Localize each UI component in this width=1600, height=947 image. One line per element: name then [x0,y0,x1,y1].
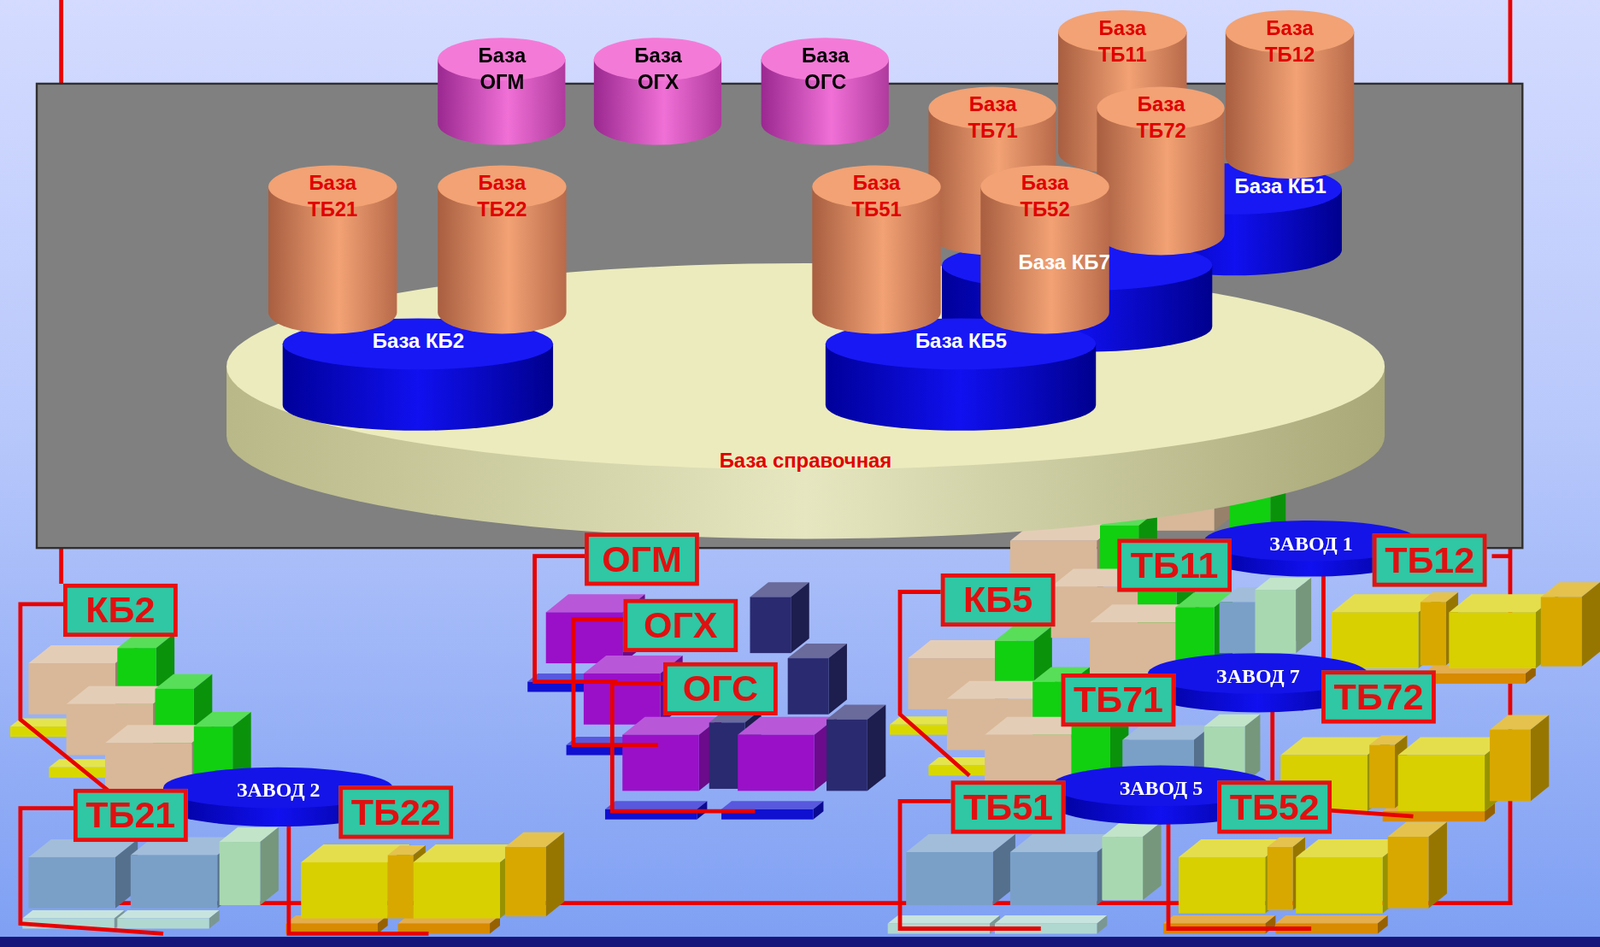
database-cylinder: База ТБ21 [268,164,397,334]
label-tag: ТБ21 [73,788,189,842]
equipment-block [1489,714,1549,801]
equipment-block [826,705,886,792]
tag-label: ТБ71 [1073,682,1164,719]
plant-label: ЗАВОД 5 [1119,776,1204,800]
equipment-block [905,834,1016,906]
equipment-block [28,839,138,909]
equipment-block [888,915,1000,934]
tag-label: ОГС [682,670,759,707]
tag-label: ТБ22 [351,794,442,831]
equipment-block [1388,822,1448,909]
equipment-block [1101,822,1161,900]
label-tag: ОГХ [623,599,738,653]
equipment-block [1219,587,1300,653]
plant-label: ЗАВОД 2 [236,778,321,802]
label-tag: ОГМ [584,532,700,586]
database-label: База ТБ72 [1119,90,1204,144]
label-tag: ТБ11 [1117,538,1232,592]
label-tag: ТБ51 [951,780,1066,834]
database-label: База ТБ71 [951,90,1036,144]
equipment-block [505,832,565,917]
database-cylinder: База ОГХ [594,37,722,145]
label-tag: ТБ71 [1061,673,1177,727]
database-cylinder: База ТБ72 [1096,86,1224,255]
database-cylinder: База ОГМ [437,37,565,145]
equipment-block [1254,577,1312,653]
database-label: База КБ1 [1235,174,1327,198]
tag-label: ТБ21 [85,796,176,834]
equipment-block [1275,915,1388,934]
tag-label: КБ2 [85,592,155,630]
tag-label: ТБ72 [1333,678,1424,716]
database-disc: База КБ2 [282,318,553,431]
database-cylinder: База ТБ22 [437,164,566,334]
equipment [10,472,1600,935]
tag-label: ТБ12 [1384,541,1475,579]
equipment-block [750,582,810,653]
ground-strip [0,936,1600,947]
label-tag: ОГС [663,662,778,716]
database-cylinder: База ТБ52 [980,164,1109,334]
plant-label: ЗАВОД 1 [1269,531,1353,555]
database-label: База КБ5 [915,329,1007,353]
tag-label: ТБ51 [963,788,1053,826]
database-label: База ОГХ [616,41,700,95]
equipment-block [219,827,279,906]
equipment-block [622,717,722,792]
database-cylinder: База ТБ51 [811,164,941,334]
label-tag: ТБ22 [338,785,453,839]
tag-label: ТБ52 [1229,788,1320,826]
tag-label: ОГМ [601,541,683,578]
equipment-block [788,643,848,715]
tag-label: КБ5 [963,582,1033,619]
plant-label: ЗАВОД 7 [1216,664,1300,688]
label-tag: ТБ52 [1217,780,1332,834]
database-label: База ТБ22 [459,169,544,223]
database-label: База ОГМ [459,41,544,95]
database-label: База ТБ52 [1003,169,1088,223]
database-label: База КБ7 [1017,251,1110,275]
equipment-block [1163,915,1276,934]
tag-label: ОГХ [643,606,718,644]
label-tag: ТБ12 [1372,533,1488,587]
database-cylinder: База ОГС [761,37,889,145]
database-label: База ТБ11 [1080,14,1165,68]
database-label: База ОГС [783,41,868,95]
label-tag: ТБ72 [1321,670,1436,724]
leader-lines [20,556,1511,935]
equipment-block [737,717,837,792]
database-cylinder: База ТБ12 [1225,10,1354,179]
equipment-block [117,910,219,929]
database-label: База КБ2 [372,329,465,353]
database-label: База ТБ12 [1247,14,1332,68]
database-label: База ТБ51 [835,169,919,223]
tag-label: ТБ11 [1130,547,1219,584]
label-tag: КБ2 [63,583,178,637]
equipment-block [994,915,1107,934]
database-label: База ТБ21 [290,169,375,223]
equipment-block [1541,582,1600,666]
label-tag: КБ5 [941,573,1056,627]
database-disc: База КБ5 [825,318,1096,431]
database-label: База справочная [719,448,893,472]
